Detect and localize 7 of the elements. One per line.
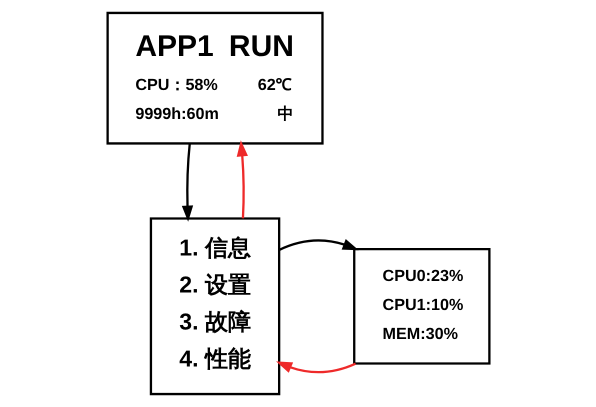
node-box: CPU0:23% CPU1:10% MEM:30%: [352, 248, 490, 365]
node-box: APP1 RUN CPU：58% 62℃ 9999h:60m 中: [106, 12, 324, 145]
node-box: 1. 信息 2. 设置 3. 故障 4. 性能: [149, 217, 280, 396]
arrow: [276, 361, 356, 374]
arrow: [236, 140, 248, 218]
arrow: [278, 239, 358, 251]
arrow: [181, 144, 193, 222]
